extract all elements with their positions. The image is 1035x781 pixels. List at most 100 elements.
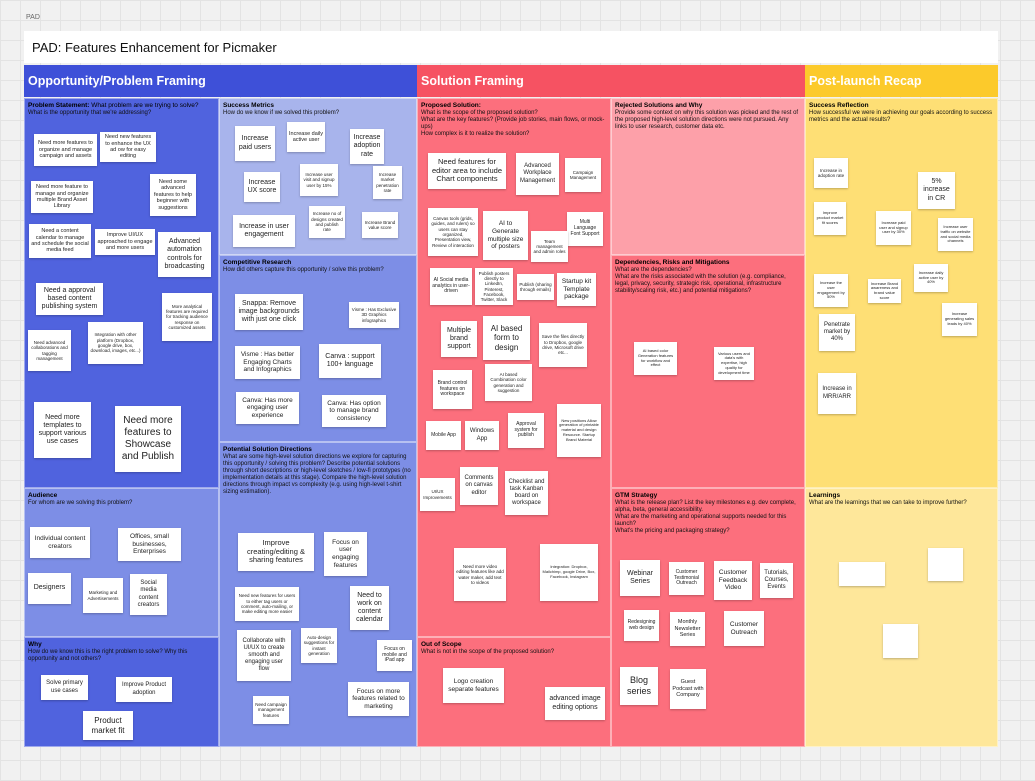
sticky-note[interactable]: Increase the user engagement by 50% <box>814 274 848 307</box>
sticky-note[interactable]: Increase in MRR/ARR <box>818 373 856 414</box>
sticky-note[interactable]: Customer Outreach <box>724 611 764 646</box>
sticky-note[interactable]: Canva: Has option to manage brand consis… <box>322 395 386 427</box>
sticky-note[interactable]: Collaborate with UI/UX to create smooth … <box>237 630 291 681</box>
sticky-note[interactable]: Marketing and Advertisements <box>83 578 123 613</box>
sticky-note[interactable]: Focus on more features related to market… <box>348 682 409 716</box>
sticky-note[interactable]: Monthly Newsletter Series <box>670 612 705 646</box>
column-header-recap[interactable]: Post-launch Recap <box>805 65 998 97</box>
sticky-note[interactable]: Canva: Has more engaging user experience <box>236 392 299 424</box>
sticky-note[interactable]: Need advanced collaborations and tagging… <box>28 330 71 371</box>
sticky-note[interactable]: Logo creation separate features <box>443 668 504 703</box>
sticky-note[interactable]: Brand control features on workspace <box>433 370 472 409</box>
sticky-note[interactable]: Windows App <box>465 421 499 450</box>
sticky-note[interactable]: Need more features to Showcase and Publi… <box>115 406 181 472</box>
sticky-note[interactable]: 5% increase in CR <box>918 172 955 209</box>
sticky-note[interactable] <box>883 624 918 658</box>
sticky-note[interactable]: Advanced automation controls for broadca… <box>158 232 211 277</box>
sticky-note[interactable]: Need campaign management features <box>253 696 289 724</box>
sticky-note[interactable]: Visme : Has Exclusive 3D Graphics infogr… <box>349 302 399 328</box>
sticky-note[interactable]: Increase paid users <box>235 126 275 161</box>
sticky-note[interactable]: Improve Product adoption <box>116 677 172 702</box>
sticky-note[interactable]: Need more features to organize and manag… <box>34 134 97 166</box>
sticky-note[interactable]: Webinar Series <box>620 560 660 596</box>
sticky-note[interactable]: Checklist and task Kanban board on works… <box>505 471 548 515</box>
sticky-note[interactable]: Auto-design suggestions for instant gene… <box>301 628 337 663</box>
sticky-note[interactable]: Increase market penetration rate <box>373 166 402 199</box>
sticky-note[interactable]: Integration with other platform (Dropbox… <box>88 322 143 364</box>
sticky-note[interactable]: Increase daily active user by 40% <box>914 264 948 292</box>
sticky-note[interactable]: Save the files directly to Dropbox, goog… <box>539 323 587 367</box>
sticky-note[interactable]: Integration: Dropbox, Mailchimp, google … <box>540 544 598 601</box>
sticky-note[interactable]: Increase adoption rate <box>350 129 384 164</box>
sticky-note[interactable]: Improve UI/UX approached to engage and m… <box>95 229 155 255</box>
sticky-note[interactable]: AI Social media analytics in user-driven <box>430 268 472 305</box>
sticky-note[interactable]: Need more feature to manage and organize… <box>31 181 93 213</box>
sticky-note[interactable]: Approval system for publish <box>508 413 544 448</box>
sticky-note[interactable]: Canva : support 100+ language <box>319 344 381 378</box>
sticky-note[interactable]: Redesigning web design <box>624 610 659 641</box>
sticky-note[interactable]: More analytical features are required fo… <box>162 293 212 341</box>
sticky-note[interactable]: Increase daily active user <box>287 122 325 152</box>
sticky-note[interactable]: Customer Testimonial Outreach <box>669 562 704 595</box>
sticky-note[interactable]: AI to Generate multiple size of posters <box>483 211 528 260</box>
sticky-note[interactable]: Increase in user engagement <box>233 215 295 247</box>
sticky-note[interactable]: Snappa: Remove image backgrounds with ju… <box>235 294 303 330</box>
sticky-note[interactable]: Mobile App <box>426 421 461 450</box>
sticky-note[interactable]: Need to work on content calendar <box>350 586 389 630</box>
sticky-note[interactable] <box>928 548 963 581</box>
sticky-note[interactable]: Increase user traffic on website and soc… <box>938 218 973 251</box>
sticky-note[interactable]: Multiple brand support <box>441 321 477 357</box>
sticky-note[interactable]: Increase UX score <box>244 172 280 202</box>
sticky-note[interactable]: Guest Podcast with Company <box>670 669 706 709</box>
sticky-note[interactable]: Increase in adoption rate <box>814 158 848 188</box>
sticky-note[interactable]: Need a approval based content publishing… <box>36 283 103 315</box>
sticky-note[interactable]: Tutorials, Courses, Events <box>760 563 793 598</box>
sticky-note[interactable]: Individual content creators <box>30 527 90 558</box>
sticky-note[interactable]: Increase paid user and signup user by 30… <box>876 211 911 245</box>
sticky-note[interactable]: Various users and data's with expertise,… <box>714 347 754 380</box>
sticky-note[interactable]: Penetrate market by 40% <box>819 314 855 351</box>
column-header-solution[interactable]: Solution Framing <box>417 65 805 97</box>
sticky-note[interactable]: Focus on mobile and iPad app <box>377 640 412 671</box>
sticky-note[interactable]: Comments on canvas editor <box>460 467 498 505</box>
sticky-note[interactable]: Team management and admin roles <box>531 231 568 262</box>
sticky-note[interactable]: Increase Brand value score <box>362 212 398 238</box>
sticky-note[interactable]: Visme : Has better Engaging Charts and I… <box>235 346 300 379</box>
sticky-note[interactable]: Product market fit <box>83 711 133 740</box>
sticky-note[interactable]: Designers <box>28 573 71 604</box>
sticky-note[interactable]: AI based color Generation features for w… <box>634 342 677 375</box>
sticky-note[interactable]: UI/UX Improvements <box>420 478 455 511</box>
sticky-note[interactable] <box>839 562 885 586</box>
sticky-note[interactable]: Need some advanced features to help begi… <box>150 174 196 216</box>
sticky-note[interactable]: Blog series <box>620 667 658 705</box>
sticky-note[interactable]: Increase Brand awareness and brand value… <box>868 279 901 303</box>
sticky-note[interactable]: AI based Combination color generation an… <box>485 364 532 401</box>
sticky-note[interactable]: AI based form to design <box>483 316 530 360</box>
sticky-note[interactable]: Customer Feedback Video <box>714 561 752 600</box>
sticky-note[interactable]: Canvas tools (grids, guides, and rulers)… <box>428 208 478 256</box>
sticky-note[interactable]: Need more video editing features like ad… <box>454 548 506 601</box>
sticky-note[interactable]: Startup kit Template package <box>557 273 596 306</box>
sticky-note[interactable]: Advanced Workplace Management <box>516 153 559 195</box>
sticky-note[interactable]: Need new features for users to either ta… <box>235 587 299 621</box>
board-title[interactable]: PAD: Features Enhancement for Picmaker <box>32 40 277 55</box>
sticky-note[interactable]: Need features for editor area to include… <box>428 153 506 189</box>
sticky-note[interactable]: Offices, small businesses, Enterprises <box>118 528 181 561</box>
sticky-note[interactable]: Improve product market fit scores <box>814 202 846 235</box>
sticky-note[interactable]: Multi Language Font Support <box>567 212 603 246</box>
sticky-note[interactable]: Need more templates to support various u… <box>34 402 91 458</box>
sticky-note[interactable]: Need new features to enhance the UX ad o… <box>100 132 156 162</box>
column-header-opportunity[interactable]: Opportunity/Problem Framing <box>24 65 417 97</box>
sticky-note[interactable]: advanced image editing options <box>545 687 605 720</box>
sticky-note[interactable]: Campaign Management <box>565 158 601 192</box>
sticky-note[interactable]: Publish (sharing through emails) <box>517 274 554 300</box>
sticky-note[interactable]: Improve creating/editing & sharing featu… <box>238 533 314 571</box>
sticky-note[interactable]: Increase user visit and signup user by 1… <box>300 164 338 196</box>
sticky-note[interactable]: Increase no of designs created and publi… <box>309 206 345 238</box>
sticky-note[interactable]: Increase generating sales leads by 40% <box>942 303 977 336</box>
sticky-note[interactable]: Need a content calendar to manage and sc… <box>29 224 91 258</box>
sticky-note[interactable]: Social media content creators <box>130 574 167 615</box>
